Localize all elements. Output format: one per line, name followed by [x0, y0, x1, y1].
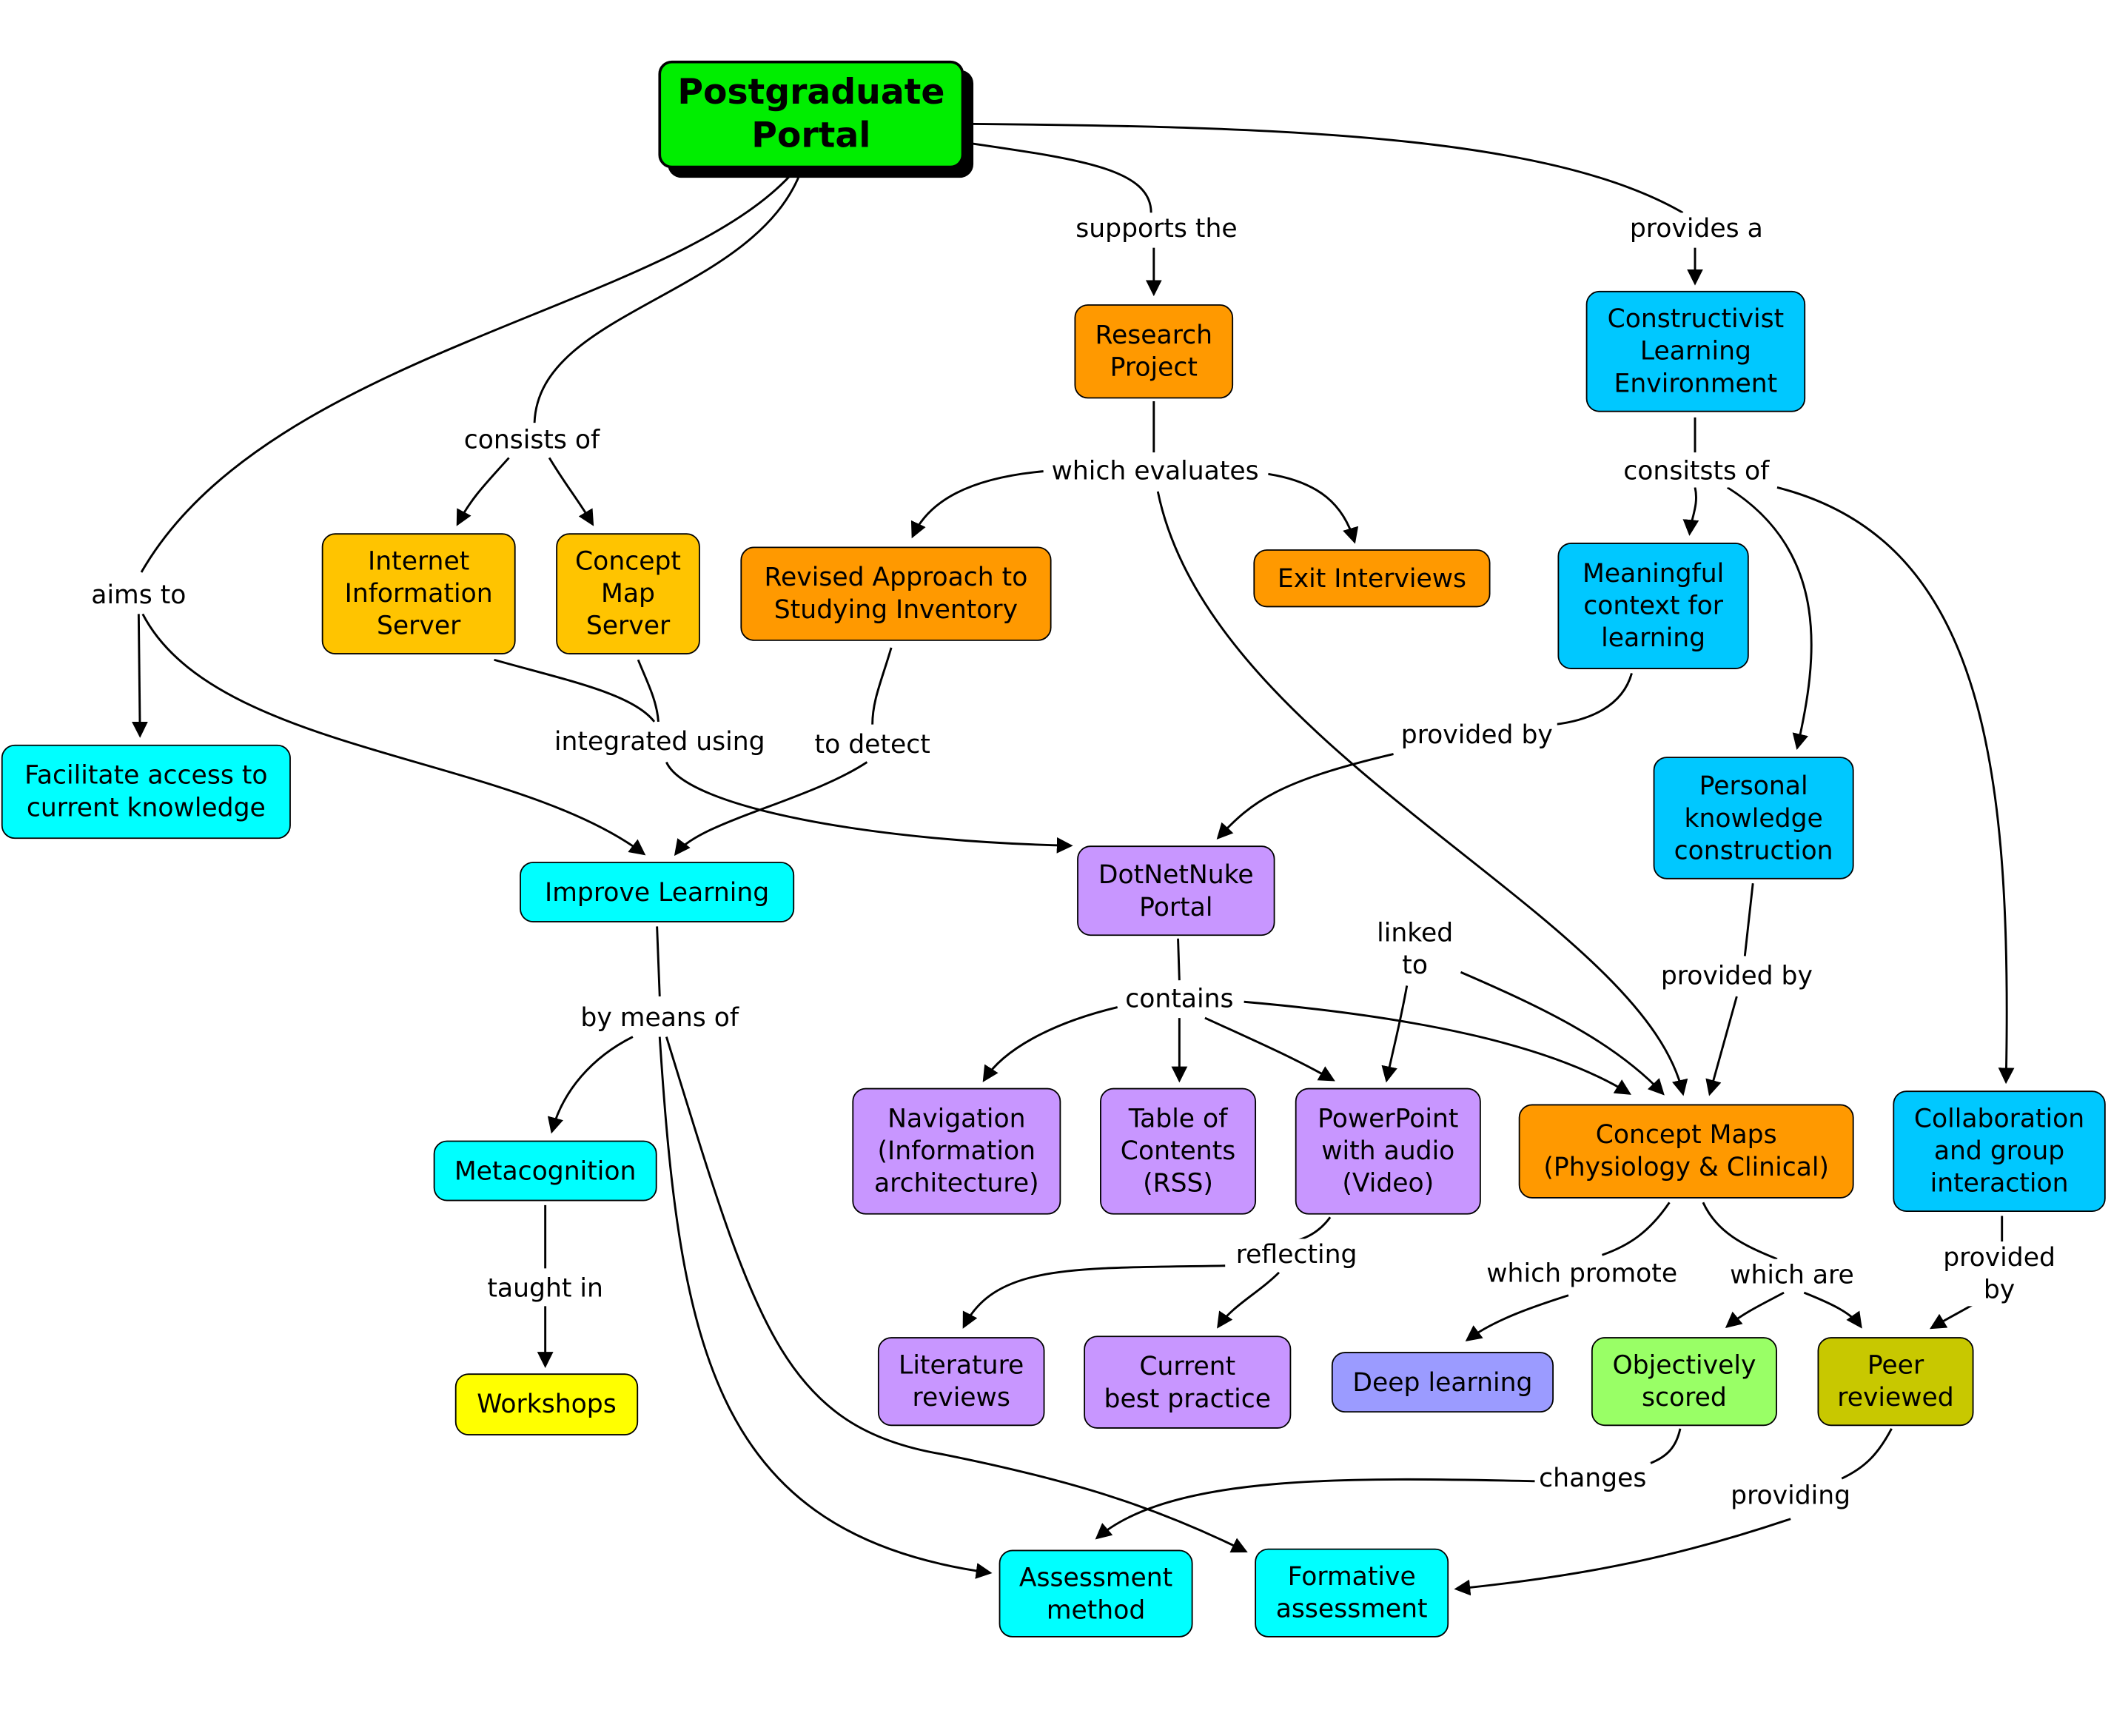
label-providing: providing — [1726, 1479, 1855, 1512]
link-objective-changes — [1648, 1428, 1682, 1465]
link-portal-aims — [140, 170, 796, 573]
link-aims-facilitate — [132, 614, 148, 738]
node-facilitate-access[interactable]: Facilitate access to current knowledge — [1, 744, 291, 839]
label-by-means-of: by means of — [576, 1002, 743, 1034]
link-providing-formative — [1454, 1518, 1791, 1596]
node-exit-interviews[interactable]: Exit Interviews — [1253, 549, 1491, 608]
node-improve-learning[interactable]: Improve Learning — [520, 862, 795, 922]
link-reflecting-lit — [962, 1264, 1226, 1329]
label-contains: contains — [1121, 982, 1238, 1016]
label-to-detect: to detect — [810, 728, 935, 761]
link-improve-bymeans — [656, 926, 661, 997]
node-research-project[interactable]: Research Project — [1074, 304, 1234, 399]
link-cms-integrated — [637, 659, 660, 723]
node-dotnetnuke-portal[interactable]: DotNetNuke Portal — [1077, 845, 1275, 936]
link-bymeans-metacognition — [547, 1036, 634, 1134]
link-consitsts-collaboration — [1776, 486, 2015, 1085]
link-personal-providedby — [1743, 883, 1754, 956]
label-provided-by-collaboration: provided by — [1939, 1241, 2060, 1307]
node-assessment-method[interactable]: Assessment method — [999, 1549, 1193, 1638]
label-integrated-using: integrated using — [550, 725, 770, 759]
link-detect-improve — [674, 761, 868, 857]
link-promote-deep — [1465, 1294, 1569, 1341]
label-supports-the: supports the — [1071, 212, 1242, 246]
link-aims-improve — [141, 613, 646, 856]
link-meaningful-providedby — [1554, 673, 1633, 726]
label-provides-a: provides a — [1625, 212, 1768, 246]
label-which-promote: which promote — [1482, 1257, 1682, 1290]
link-integrated-dnn — [665, 761, 1073, 854]
label-consists-of: consists of — [460, 423, 604, 457]
node-constructivist-learning-environment[interactable]: Constructivist Learning Environment — [1585, 290, 1806, 412]
link-dnn-contains — [1177, 938, 1181, 981]
node-deep-learning[interactable]: Deep learning — [1331, 1352, 1554, 1413]
node-metacognition[interactable]: Metacognition — [433, 1140, 657, 1202]
link-cm-promote — [1602, 1202, 1671, 1256]
node-powerpoint-audio-video[interactable]: PowerPoint with audio (Video) — [1295, 1087, 1481, 1215]
node-workshops[interactable]: Workshops — [454, 1373, 639, 1435]
label-aims-to: aims to — [87, 579, 190, 611]
node-concept-maps[interactable]: Concept Maps (Physiology & Clinical) — [1518, 1104, 1854, 1199]
link-contains-conceptmaps — [1244, 1000, 1631, 1095]
node-collaboration-group-interaction[interactable]: Collaboration and group interaction — [1893, 1090, 2106, 1213]
node-personal-knowledge-construction[interactable]: Personal knowledge construction — [1653, 757, 1854, 879]
link-portal-provides — [966, 122, 1684, 214]
link-portal-supports — [966, 141, 1152, 213]
link-consitsts-personal — [1726, 486, 1813, 751]
link-reflecting-cbp — [1217, 1271, 1280, 1329]
link-whichare-peer — [1803, 1291, 1862, 1329]
link-contains-ppt — [1204, 1016, 1335, 1082]
node-postgraduate-portal[interactable]: Postgraduate Portal — [658, 60, 964, 169]
node-internet-information-server[interactable]: Internet Information Server — [321, 533, 516, 654]
node-meaningful-context[interactable]: Meaningful context for learning — [1557, 543, 1749, 669]
link-providedby-conceptmaps — [1705, 996, 1738, 1096]
link-consists-cms — [548, 457, 594, 526]
node-navigation[interactable]: Navigation (Information architecture) — [852, 1087, 1061, 1215]
link-consists-iis — [456, 457, 510, 526]
link-whichare-objective — [1725, 1291, 1785, 1328]
node-formative-assessment[interactable]: Formative assessment — [1255, 1548, 1449, 1638]
link-ppt-reflecting — [1292, 1216, 1332, 1243]
link-evaluates-revised — [910, 470, 1044, 539]
node-peer-reviewed[interactable]: Peer reviewed — [1817, 1337, 1974, 1427]
link-cm-whichare — [1702, 1202, 1778, 1261]
link-linkedto-ppt — [1381, 985, 1409, 1083]
label-provided-by-meaningful: provided by — [1397, 719, 1557, 751]
link-changes-assessment — [1095, 1478, 1535, 1540]
node-concept-map-server[interactable]: Concept Map Server — [556, 533, 700, 654]
label-which-evaluates: which evaluates — [1047, 455, 1263, 488]
link-peer-providing — [1841, 1428, 1893, 1480]
link-revised-detect — [871, 647, 893, 725]
node-literature-reviews[interactable]: Literature reviews — [877, 1337, 1045, 1427]
link-evaluates-conceptmaps — [1156, 491, 1688, 1096]
label-provided-by-personal: provided by — [1657, 959, 1817, 993]
node-current-best-practice[interactable]: Current best practice — [1084, 1335, 1292, 1429]
link-evaluates-exit — [1268, 472, 1359, 544]
node-revised-approach-inventory[interactable]: Revised Approach to Studying Inventory — [740, 546, 1052, 641]
node-objectively-scored[interactable]: Objectively scored — [1591, 1337, 1777, 1427]
link-portal-consists — [533, 170, 802, 423]
link-consitsts-meaningful — [1682, 487, 1699, 536]
label-linked-to: linked to — [1372, 916, 1457, 982]
node-table-of-contents[interactable]: Table of Contents (RSS) — [1100, 1087, 1257, 1215]
label-changes: changes — [1534, 1462, 1651, 1495]
link-linkedto-conceptmaps — [1460, 971, 1665, 1096]
label-taught-in: taught in — [483, 1272, 608, 1305]
label-reflecting: reflecting — [1232, 1239, 1361, 1272]
link-iis-integrated — [494, 658, 656, 723]
link-bymeans-assessment — [658, 1036, 993, 1579]
link-contains-navigation — [982, 1006, 1118, 1082]
link-providedby-dnn — [1216, 753, 1394, 840]
label-which-are: which are — [1725, 1259, 1859, 1292]
label-consitsts-of: consitsts of — [1619, 455, 1773, 488]
